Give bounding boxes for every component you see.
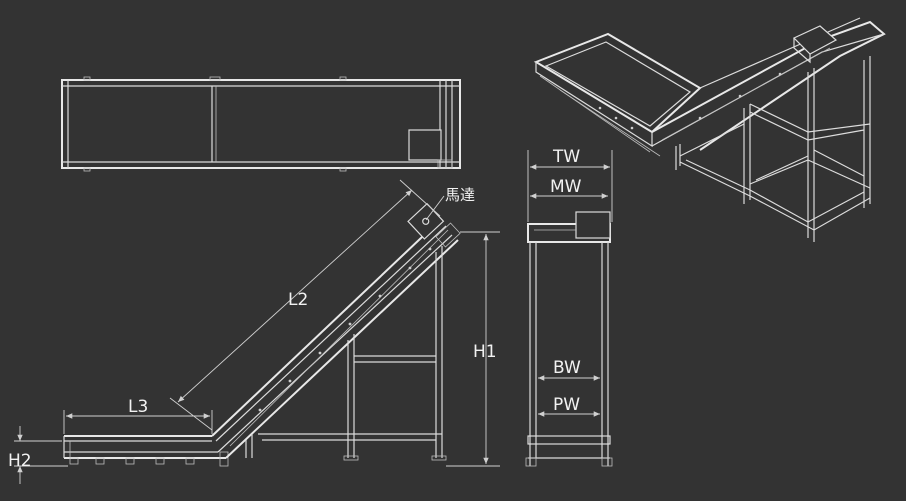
top-view xyxy=(61,76,461,172)
motor xyxy=(407,202,445,240)
isometric-view xyxy=(533,17,886,242)
side-view: L3 L2 馬達 H1 H2 xyxy=(8,179,500,484)
label-h1: H1 xyxy=(473,342,497,362)
label-bw: BW xyxy=(553,358,581,378)
label-l2: L2 xyxy=(288,290,308,310)
label-l3: L3 xyxy=(128,397,148,417)
label-motor: 馬達 xyxy=(445,186,475,204)
label-pw: PW xyxy=(553,395,580,415)
end-view: TW MW BW PW xyxy=(525,147,613,467)
label-tw: TW xyxy=(552,147,580,167)
motor-box-top xyxy=(408,129,442,161)
motor-box-end xyxy=(575,211,611,239)
label-h2: H2 xyxy=(8,451,32,471)
label-mw: MW xyxy=(550,177,582,197)
